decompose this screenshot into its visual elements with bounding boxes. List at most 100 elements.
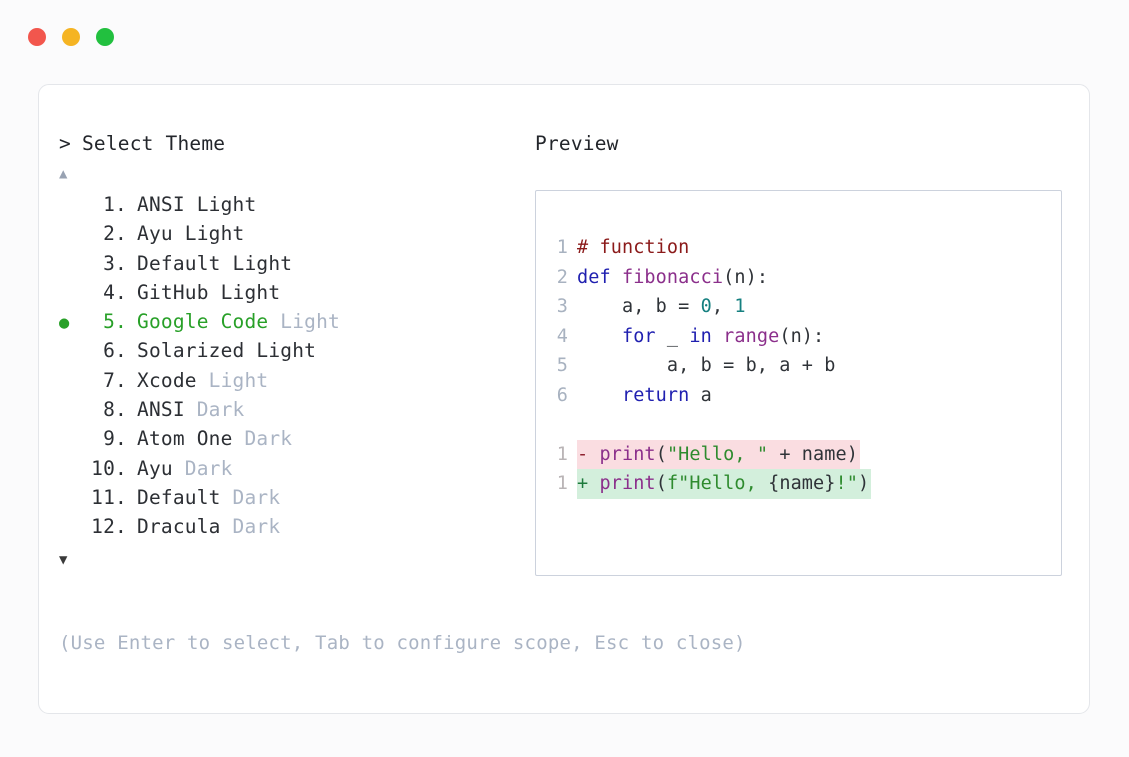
selection-bullet-icon: ● xyxy=(59,368,85,396)
theme-variant: Dark xyxy=(232,515,281,539)
theme-index: 1. xyxy=(103,193,127,216)
code-token: (n): xyxy=(723,266,769,288)
theme-list-item[interactable]: ●4.GitHub Light xyxy=(59,279,529,308)
selection-bullet-icon: ● xyxy=(59,280,85,308)
theme-list-item[interactable]: ●10.Ayu Dark xyxy=(59,455,529,484)
theme-list-item[interactable]: ●1.ANSI Light xyxy=(59,191,529,220)
diff-line-del: 1 - print("Hello, " + name) xyxy=(536,439,1061,469)
code-token: range xyxy=(723,325,780,347)
line-number: 1 xyxy=(556,443,568,465)
code-text: return a xyxy=(577,381,712,411)
theme-variant: Dark xyxy=(244,427,293,451)
theme-name: Ayu xyxy=(137,456,185,480)
theme-index: 7. xyxy=(103,368,127,392)
theme-list-item[interactable]: ●8.ANSI Dark xyxy=(59,396,529,425)
selection-bullet-icon: ● xyxy=(59,251,85,279)
theme-list-item[interactable]: ●7.Xcode Light xyxy=(59,367,529,396)
line-number: 4 xyxy=(556,325,568,347)
code-text: for _ in range(n): xyxy=(577,322,824,352)
theme-variant: Light xyxy=(196,193,257,216)
theme-variant: Light xyxy=(232,251,293,275)
preview-column: Preview 1 # function 2 def fibonacci(n):3 a… xyxy=(535,131,1065,576)
code-token: (n): xyxy=(779,325,825,347)
selection-bullet-icon: ● xyxy=(59,514,85,542)
maximize-window-icon[interactable] xyxy=(96,28,114,46)
prompt-caret-icon: > xyxy=(59,132,71,155)
preview-title: Preview xyxy=(535,132,619,155)
code-token: fibonacci xyxy=(621,266,724,288)
theme-index: 11. xyxy=(91,485,127,509)
code-line: 3 a, b = 0, 1 xyxy=(536,292,1061,322)
code-token: "Hello, " xyxy=(666,443,769,465)
theme-name: Ayu xyxy=(137,222,185,246)
preview-code-box: 1 # function 2 def fibonacci(n):3 a, b = 0,… xyxy=(535,190,1062,576)
theme-index: 6. xyxy=(103,339,127,363)
theme-name: Default xyxy=(137,251,233,275)
selection-bullet-icon: ● xyxy=(59,221,85,249)
theme-list-item[interactable]: ●12.Dracula Dark xyxy=(59,513,529,542)
selection-bullet-icon: ● xyxy=(59,397,85,425)
theme-index: 9. xyxy=(103,427,127,451)
selection-bullet-icon: ● xyxy=(59,338,85,366)
keyboard-hint: (Use Enter to select, Tab to configure s… xyxy=(59,632,746,654)
selection-bullet-icon: ● xyxy=(59,192,85,220)
code-token: print xyxy=(599,443,656,465)
code-text: a, b = 0, 1 xyxy=(577,292,746,322)
theme-variant: Dark xyxy=(196,398,245,422)
code-token: _ xyxy=(655,325,690,347)
code-text: def fibonacci(n): xyxy=(577,263,768,293)
code-text: # function xyxy=(577,233,689,263)
code-token: ) xyxy=(858,473,870,494)
selection-bullet-icon: ● xyxy=(59,456,85,484)
code-token xyxy=(577,385,622,406)
code-line: 5 a, b = b, a + b xyxy=(536,351,1061,381)
prompt-row: > Select Theme xyxy=(59,131,529,157)
theme-list-item[interactable]: ●2.Ayu Light xyxy=(59,220,529,249)
theme-name: Solarized xyxy=(137,339,257,363)
diff-block: 1- print("Hello, " + name)1+ print(f"Hel… xyxy=(536,439,1061,499)
close-window-icon[interactable] xyxy=(28,28,46,46)
theme-list-item[interactable]: ●11.Default Dark xyxy=(59,484,529,513)
theme-index: 2. xyxy=(103,222,127,246)
code-token: 1 xyxy=(734,296,746,317)
scroll-up-arrow-icon[interactable]: ▲ xyxy=(59,166,68,182)
theme-name: Google Code xyxy=(137,310,281,334)
theme-list-item[interactable]: ● 9. Atom One Dark xyxy=(59,425,529,454)
code-token xyxy=(712,326,723,347)
code-token: a, b = xyxy=(577,296,701,317)
code-token: a xyxy=(689,384,712,406)
theme-variant: Dark xyxy=(232,485,281,509)
code-token: for xyxy=(621,325,656,347)
line-number: 2 xyxy=(556,266,568,288)
minimize-window-icon[interactable] xyxy=(62,28,80,46)
card-inner: > Select Theme ▲ ● 1. ANSI Light ● 2. Ayu Lig… xyxy=(39,85,1089,713)
code-token: a, b = b, a + b xyxy=(577,355,836,376)
line-number: 1 xyxy=(556,237,568,258)
diff-line-add: 1+ print(f"Hello, {name}!") xyxy=(536,469,1061,499)
theme-name: ANSI xyxy=(137,398,197,422)
scroll-down-arrow-icon[interactable]: ▼ xyxy=(59,551,68,568)
line-number: 1 xyxy=(556,473,568,494)
theme-list-item[interactable]: ●5.Google Code Light xyxy=(59,308,529,337)
theme-index: 3. xyxy=(103,251,127,275)
code-line: 1 # function xyxy=(536,233,1061,263)
code-token: # function xyxy=(577,237,690,258)
theme-list-item[interactable]: ● 3. Default Light xyxy=(59,250,529,279)
theme-list-item[interactable]: ●6.Solarized Light xyxy=(59,337,529,366)
code-token xyxy=(577,326,622,347)
code-spacer xyxy=(536,410,1061,440)
code-token: print xyxy=(599,473,656,494)
code-token: , xyxy=(711,296,735,317)
diff-highlight: - print("Hello, " + name) xyxy=(577,439,860,469)
selection-bullet-icon: ● xyxy=(59,313,70,334)
diff-marker: + xyxy=(577,473,600,494)
code-token: in xyxy=(689,325,712,347)
code-token: {name} xyxy=(768,473,836,494)
theme-index: 5. xyxy=(103,310,127,334)
theme-name: Default xyxy=(137,485,233,509)
diff-marker: - xyxy=(577,443,600,465)
selection-bullet-icon: ● xyxy=(59,426,85,454)
code-line: 6 return a xyxy=(536,381,1061,411)
theme-name: Atom One xyxy=(137,427,245,451)
